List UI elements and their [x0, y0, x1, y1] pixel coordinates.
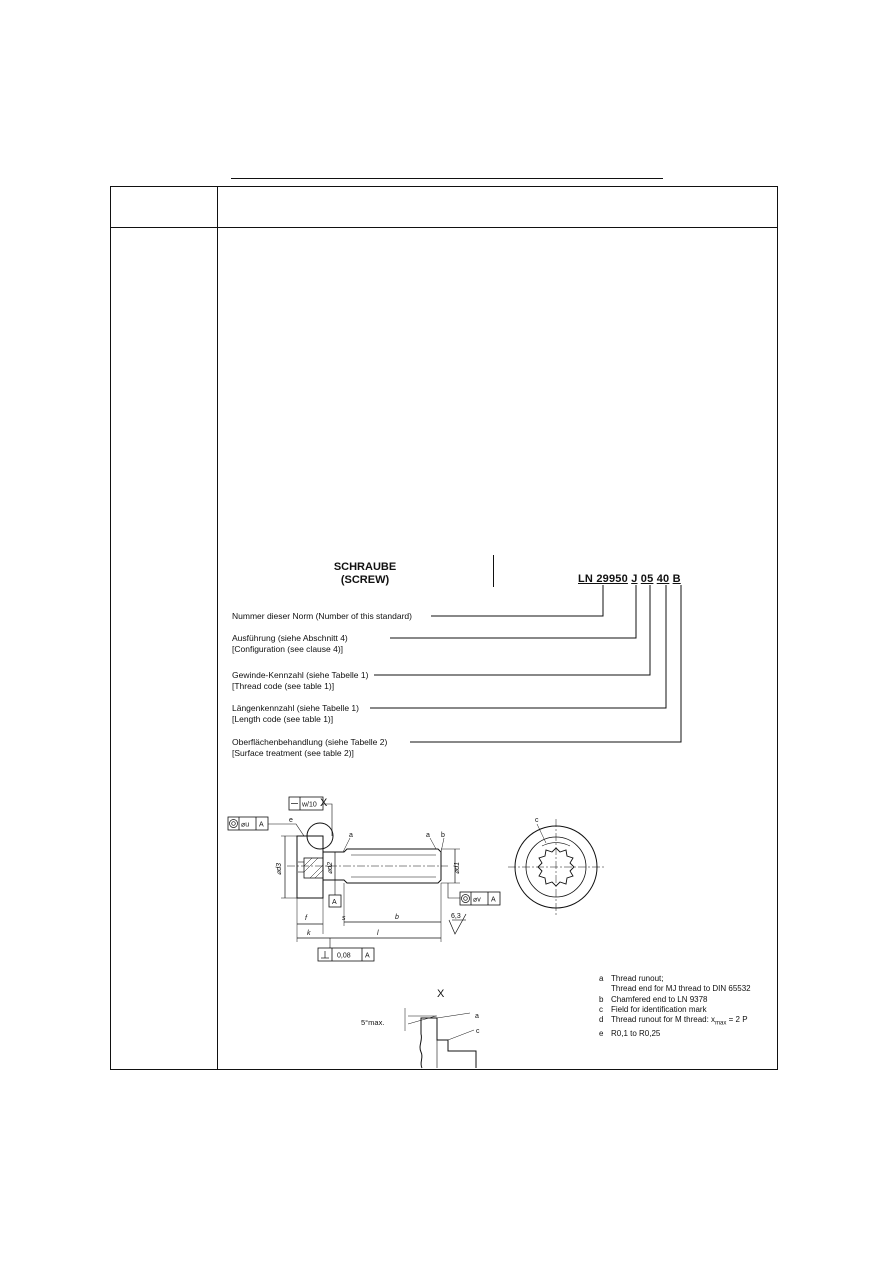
identification-field — [541, 842, 571, 847]
datum-letter: A — [365, 953, 370, 960]
leader-configuration — [390, 585, 637, 639]
screw-side-view — [268, 803, 467, 955]
dim-s: s — [342, 915, 346, 922]
flatness-value: w/10 — [301, 802, 317, 809]
code-standard-number: LN 29950 — [578, 573, 628, 585]
legend-text: [Surface treatment (see table 2)] — [232, 748, 354, 758]
concentricity-frame-right — [459, 891, 501, 906]
header-row-divider — [111, 227, 777, 228]
code-thread: 05 — [640, 573, 654, 585]
drive-recess — [303, 857, 324, 879]
legend-item-configuration: Ausführung (siehe Abschnitt 4) [Configur… — [232, 633, 348, 655]
leader-standard — [431, 585, 604, 617]
detail-angle: 5°max. — [361, 1018, 384, 1027]
callout-e: e — [289, 817, 293, 824]
dim-d1: ⌀d1 — [454, 862, 461, 874]
leader-thread — [374, 585, 651, 676]
callout-c: c — [535, 817, 539, 824]
dim-d2: ⌀d2 — [327, 862, 334, 874]
datum-letter: A — [259, 822, 264, 829]
legend-text: Nummer dieser Norm (Number of this stand… — [232, 611, 412, 621]
legend-text: [Thread code (see table 1)] — [232, 681, 335, 691]
code-length: 40 — [656, 573, 670, 585]
designation-leaders — [370, 585, 682, 743]
dim-f: f — [305, 915, 308, 922]
dim-l: l — [377, 930, 379, 937]
screw-end-view — [508, 819, 604, 915]
designation-code: LN 29950 J 05 40 B — [578, 573, 681, 585]
leader-length — [370, 585, 667, 709]
roughness-value: 6,3 — [451, 913, 461, 920]
legend-item-standard: Nummer dieser Norm (Number of this stand… — [232, 611, 412, 622]
page-frame — [110, 186, 778, 1070]
screw-head — [296, 835, 324, 899]
legend-text: Ausführung (siehe Abschnitt 4) — [232, 633, 348, 643]
detail-x-view — [404, 1008, 477, 1069]
legend-item-surface: Oberflächenbehandlung (siehe Tabelle 2) … — [232, 737, 387, 759]
column-divider — [217, 187, 218, 1069]
dim-k: k — [307, 930, 311, 937]
designation-title-en: (SCREW) — [340, 574, 390, 586]
legend-text: [Configuration (see clause 4)] — [232, 644, 344, 654]
legend-item-thread: Gewinde-Kennzahl (siehe Tabelle 1) [Thre… — [232, 670, 368, 692]
legend-text: Oberflächenbehandlung (siehe Tabelle 2) — [232, 737, 388, 747]
concentric-right-value: ⌀v — [473, 897, 481, 904]
detail-label: X — [320, 797, 328, 809]
header-rule — [231, 178, 663, 179]
perpendicularity-value: 0,08 — [337, 953, 351, 960]
datum-letter: A — [491, 897, 496, 904]
legend-text: Gewinde-Kennzahl (siehe Tabelle 1) — [232, 670, 369, 680]
detail-profile — [419, 1017, 477, 1069]
designation-title: SCHRAUBE (SCREW) — [300, 561, 430, 587]
concentric-top-value: ⌀u — [241, 822, 249, 829]
callout-c: c — [476, 1028, 480, 1035]
callout-a: a — [426, 832, 430, 839]
leader-surface — [410, 585, 682, 743]
concentricity-frame-top — [227, 816, 269, 831]
code-configuration: J — [631, 573, 638, 585]
detail-circle — [306, 822, 334, 850]
legend-item-length: Längenkennzahl (siehe Tabelle 1) [Length… — [232, 703, 359, 725]
tolerance-frames — [227, 796, 501, 962]
dim-d3: ⌀d3 — [276, 863, 283, 875]
datum-frame — [328, 894, 342, 908]
callout-b: b — [441, 832, 445, 839]
dim-b: b — [395, 914, 399, 921]
detail-view-title: X — [437, 988, 445, 1000]
legend-text: Längenkennzahl (siehe Tabelle 1) — [232, 703, 359, 713]
note-a-sub: Thread end for MJ thread to DIN 65532 — [611, 984, 751, 994]
flatness-frame — [288, 796, 324, 811]
datum-label: A — [332, 899, 337, 906]
callout-a: a — [475, 1013, 479, 1020]
callout-a: a — [349, 832, 353, 839]
designation-title-de: SCHRAUBE — [333, 561, 397, 573]
designation-separator — [493, 555, 494, 587]
code-surface: B — [672, 573, 681, 585]
legend-text: [Length code (see table 1)] — [232, 714, 334, 724]
